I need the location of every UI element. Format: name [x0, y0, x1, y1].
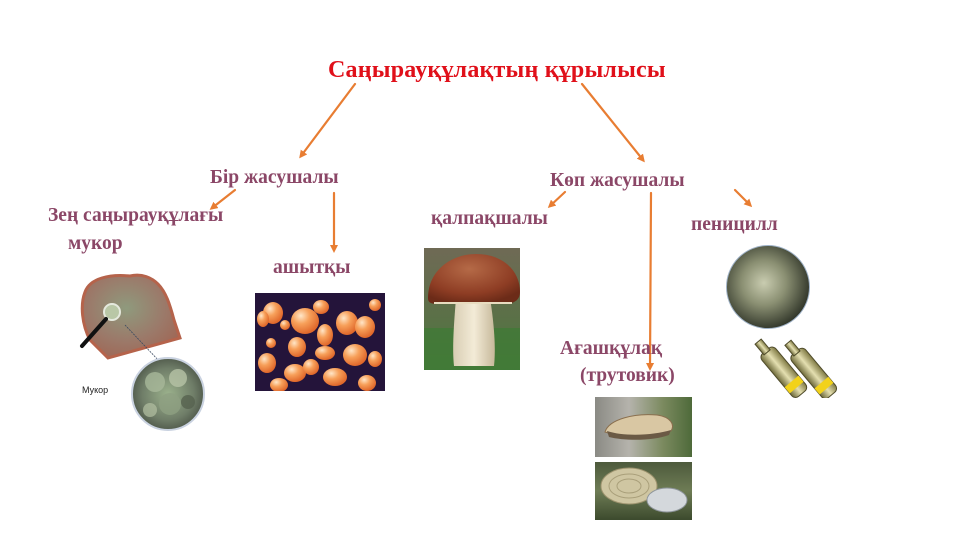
label-tinder-fungus-latin: (трутовик) — [580, 365, 675, 386]
magnifier-handle — [80, 317, 108, 348]
yeast-cells-image — [255, 293, 385, 391]
tinder-fungus-photo-bottom — [595, 462, 692, 520]
label-unicellular: Бір жасушалы — [210, 167, 339, 188]
penicillin-ampoules-image — [752, 318, 852, 400]
penicillium-zoom-circle — [726, 245, 810, 329]
label-cap-mushroom: қалпақшалы — [431, 208, 548, 229]
label-penicillium: пеницилл — [691, 214, 778, 235]
arrow-title-to-multicellular — [580, 82, 645, 163]
label-mold-fungus: Зең саңырауқұлағы — [48, 205, 224, 226]
arrow-to-cap-mushroom — [547, 190, 567, 209]
mold-bread-mucor-image: Мукор — [70, 270, 220, 440]
label-mucor: мукор — [68, 233, 123, 254]
arrow-title-to-unicellular — [299, 82, 357, 159]
label-yeast: ашытқы — [273, 257, 351, 278]
magnifier-lens — [103, 303, 121, 321]
diagram-title: Саңырауқұлақтың құрылысы — [328, 57, 666, 83]
mucor-caption: Мукор — [82, 385, 109, 395]
arrow-to-penicillium — [733, 188, 753, 208]
tinder-fungus-photo-top — [595, 397, 692, 457]
bread-slice-shape — [80, 273, 182, 360]
cap-mushroom-image — [424, 248, 520, 370]
label-tinder-fungus: Ағашқұлақ — [560, 338, 663, 359]
label-multicellular: Көп жасушалы — [550, 170, 685, 191]
